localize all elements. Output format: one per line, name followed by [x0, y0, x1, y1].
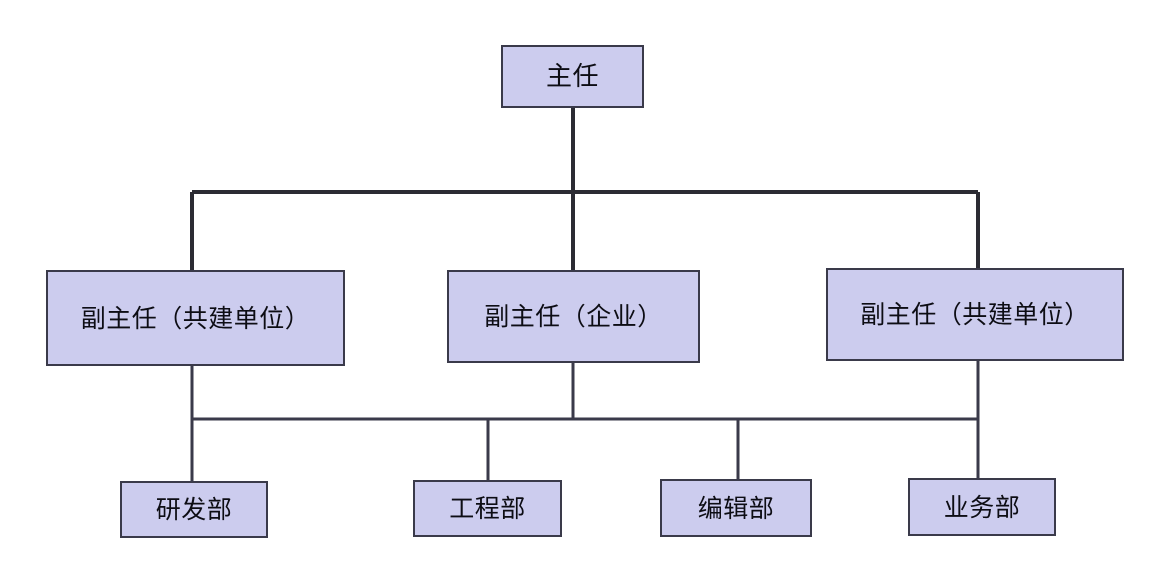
node-dept-editorial-label: 编辑部	[697, 493, 775, 523]
node-director[interactable]: 主任	[501, 45, 644, 108]
node-dept-engineering[interactable]: 工程部	[413, 480, 562, 537]
node-deputy-partner-1[interactable]: 副主任（共建单位）	[46, 270, 345, 366]
node-dept-rd-label: 研发部	[155, 495, 233, 524]
node-director-label: 主任	[545, 61, 599, 92]
node-deputy-partner-2[interactable]: 副主任（共建单位）	[826, 268, 1124, 361]
node-dept-editorial[interactable]: 编辑部	[660, 479, 812, 537]
node-deputy-company[interactable]: 副主任（企业）	[447, 270, 700, 363]
node-deputy-partner-2-label: 副主任（共建单位）	[860, 300, 1090, 329]
node-dept-business[interactable]: 业务部	[908, 478, 1056, 536]
node-deputy-partner-1-label: 副主任（共建单位）	[80, 303, 311, 333]
node-dept-business-label: 业务部	[943, 492, 1021, 522]
node-dept-rd[interactable]: 研发部	[120, 481, 268, 538]
node-deputy-company-label: 副主任（企业）	[484, 302, 663, 331]
node-dept-engineering-label: 工程部	[449, 494, 526, 523]
